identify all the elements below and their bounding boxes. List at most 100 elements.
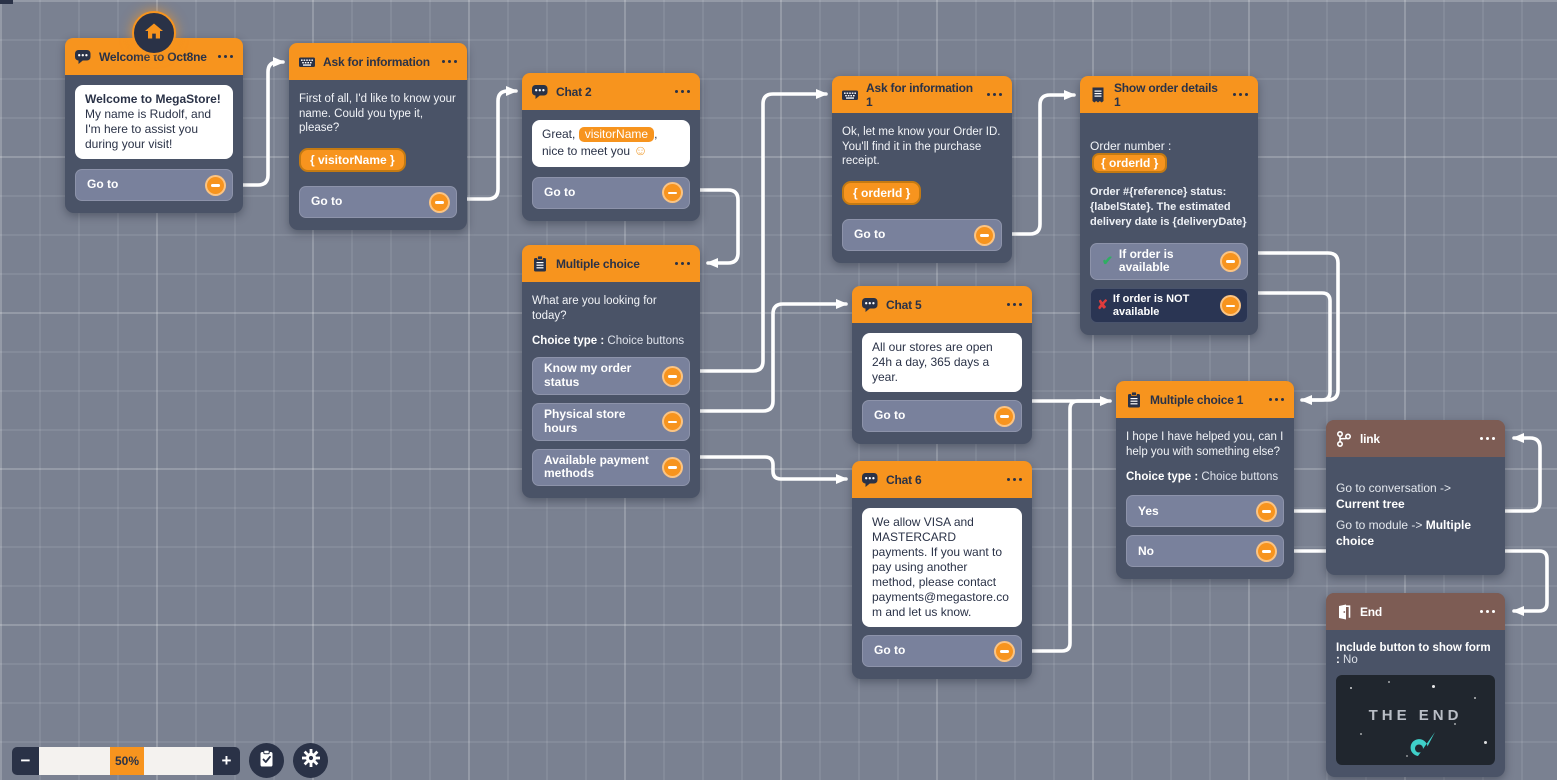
node-ask-information1[interactable]: Ask for information 1 Ok, let me know yo… <box>832 76 1012 264</box>
node-multiple-choice-header[interactable]: Multiple choice <box>522 245 700 282</box>
node-chat2[interactable]: Chat 2 Great, visitorName, nice to meet … <box>522 73 700 221</box>
node-show-order-details[interactable]: Show order details 1 Order number : { or… <box>1080 76 1258 336</box>
option-order-not-available[interactable]: ✘ If order is NOT available <box>1090 288 1248 324</box>
node-chat5[interactable]: Chat 5 All our stores are open 24h a day… <box>852 286 1032 444</box>
node-end-header[interactable]: End <box>1326 593 1505 630</box>
option-order-status[interactable]: Know my order status <box>532 357 690 396</box>
settings-button[interactable] <box>293 743 328 778</box>
zoom-slider[interactable]: 50% <box>39 746 213 775</box>
question-text: First of all, I'd like to know your name… <box>299 93 456 135</box>
node-show-order-details-header[interactable]: Show order details 1 <box>1080 76 1258 113</box>
remove-connection-icon[interactable] <box>994 405 1015 427</box>
goto-button[interactable]: Go to <box>75 169 233 201</box>
remove-connection-icon[interactable] <box>1256 500 1277 522</box>
exit-door-icon <box>1335 603 1353 621</box>
goto-button[interactable]: Go to <box>299 186 457 219</box>
goto-button[interactable]: Go to <box>862 400 1022 432</box>
node-link[interactable]: link Go to conversation -> Current tree … <box>1326 420 1505 575</box>
option-no[interactable]: No <box>1126 535 1284 568</box>
zoom-out-button[interactable]: − <box>12 746 39 775</box>
remove-connection-icon[interactable] <box>974 224 995 246</box>
node-menu-button[interactable] <box>986 89 1004 101</box>
connection-storehours-to-chat5 <box>698 299 848 413</box>
goto-button[interactable]: Go to <box>862 635 1022 667</box>
goto-button[interactable]: Go to <box>842 219 1002 252</box>
node-multiple-choice1[interactable]: Multiple choice 1 I hope I have helped y… <box>1116 381 1294 580</box>
remove-connection-icon[interactable] <box>1220 250 1241 272</box>
order-status-text: Order #{reference} status: {labelState}.… <box>1090 186 1247 228</box>
node-menu-button[interactable] <box>1232 89 1250 101</box>
node-title: link <box>1360 431 1380 446</box>
remove-connection-icon[interactable] <box>662 411 683 433</box>
message-card[interactable]: We allow VISA and MASTERCARD payments. I… <box>862 508 1022 627</box>
node-menu-button[interactable] <box>674 258 692 270</box>
node-multiple-choice1-header[interactable]: Multiple choice 1 <box>1116 381 1294 418</box>
chat-bubble-icon <box>74 48 92 66</box>
node-title: Show order details 1 <box>1114 80 1218 109</box>
message-text: My name is Rudolf, and I'm here to assis… <box>85 107 212 151</box>
node-title: Chat 2 <box>556 84 592 99</box>
node-ask-information1-header[interactable]: Ask for information 1 <box>832 76 1012 113</box>
node-chat2-header[interactable]: Chat 2 <box>522 73 700 110</box>
node-menu-button[interactable] <box>441 56 459 68</box>
node-welcome[interactable]: Welcome to Oct8ne Welcome to MegaStore! … <box>65 38 243 213</box>
remove-connection-icon[interactable] <box>205 174 226 196</box>
node-chat6[interactable]: Chat 6 We allow VISA and MASTERCARD paym… <box>852 461 1032 679</box>
canvas-corner-strip <box>0 0 13 4</box>
remove-connection-icon[interactable] <box>994 640 1015 662</box>
remove-connection-icon[interactable] <box>662 182 683 203</box>
remove-connection-icon[interactable] <box>662 456 683 478</box>
choice-type-line: Choice type : Choice buttons <box>532 335 685 348</box>
node-ask-information-header[interactable]: Ask for information <box>289 43 467 80</box>
connection-askinfo-to-chat2 <box>465 86 518 201</box>
chat-bubble-icon <box>861 471 879 489</box>
node-link-header[interactable]: link <box>1326 420 1505 457</box>
validate-button[interactable] <box>249 743 284 778</box>
git-branch-icon <box>1335 430 1353 448</box>
option-order-available[interactable]: ✔ If order is available <box>1090 242 1248 281</box>
node-end[interactable]: End Include button to show form : No THE… <box>1326 593 1505 777</box>
goto-button[interactable]: Go to <box>532 176 690 209</box>
node-multiple-choice[interactable]: Multiple choice What are you looking for… <box>522 245 700 499</box>
message-card[interactable]: Great, visitorName, nice to meet you ☺ <box>532 120 690 167</box>
link-module-line: Go to module -> Multiple choice <box>1336 518 1472 548</box>
variable-chip: visitorName <box>578 127 655 142</box>
node-menu-button[interactable] <box>674 86 692 98</box>
order-number-line: Order number : { orderId } <box>1090 139 1248 173</box>
option-payment-methods[interactable]: Available payment methods <box>532 448 690 487</box>
home-button[interactable] <box>132 11 176 55</box>
remove-connection-icon[interactable] <box>429 191 450 213</box>
node-title: Chat 6 <box>886 472 922 487</box>
connection-welcome-to-askinfo <box>241 57 285 187</box>
clipboard-check-icon <box>257 749 276 773</box>
node-ask-information[interactable]: Ask for information First of all, I'd li… <box>289 43 467 231</box>
remove-connection-icon[interactable] <box>662 365 683 387</box>
node-title: Chat 5 <box>886 297 922 312</box>
connection-orderstatus-to-askinfo1 <box>698 89 828 373</box>
connection-chat6-to-multiplechoice1 <box>1030 399 1102 653</box>
option-yes[interactable]: Yes <box>1126 495 1284 528</box>
node-chat6-header[interactable]: Chat 6 <box>852 461 1032 498</box>
message-card[interactable]: Welcome to MegaStore! My name is Rudolf,… <box>75 85 233 159</box>
node-menu-button[interactable] <box>1268 394 1286 406</box>
node-menu-button[interactable] <box>1479 606 1497 618</box>
message-card[interactable]: All our stores are open 24h a day, 365 d… <box>862 333 1022 392</box>
remove-connection-icon[interactable] <box>1220 295 1241 317</box>
remove-connection-icon[interactable] <box>1256 540 1277 562</box>
option-store-hours[interactable]: Physical store hours <box>532 403 690 441</box>
home-icon <box>143 20 165 47</box>
node-menu-button[interactable] <box>1479 433 1497 445</box>
zoom-in-button[interactable]: + <box>213 746 240 775</box>
zoom-slider-handle[interactable]: 50% <box>110 746 144 775</box>
connection-askinfo1-to-orderdetails <box>1010 90 1076 236</box>
connection-available-to-multiplechoice1 <box>1256 251 1340 405</box>
node-menu-button[interactable] <box>1006 299 1024 311</box>
comet-icon <box>1408 727 1438 764</box>
chat-bubble-icon <box>531 83 549 101</box>
node-welcome-header[interactable]: Welcome to Oct8ne <box>65 38 243 75</box>
node-chat5-header[interactable]: Chat 5 <box>852 286 1032 323</box>
node-menu-button[interactable] <box>1006 474 1024 486</box>
node-menu-button[interactable] <box>217 51 235 63</box>
